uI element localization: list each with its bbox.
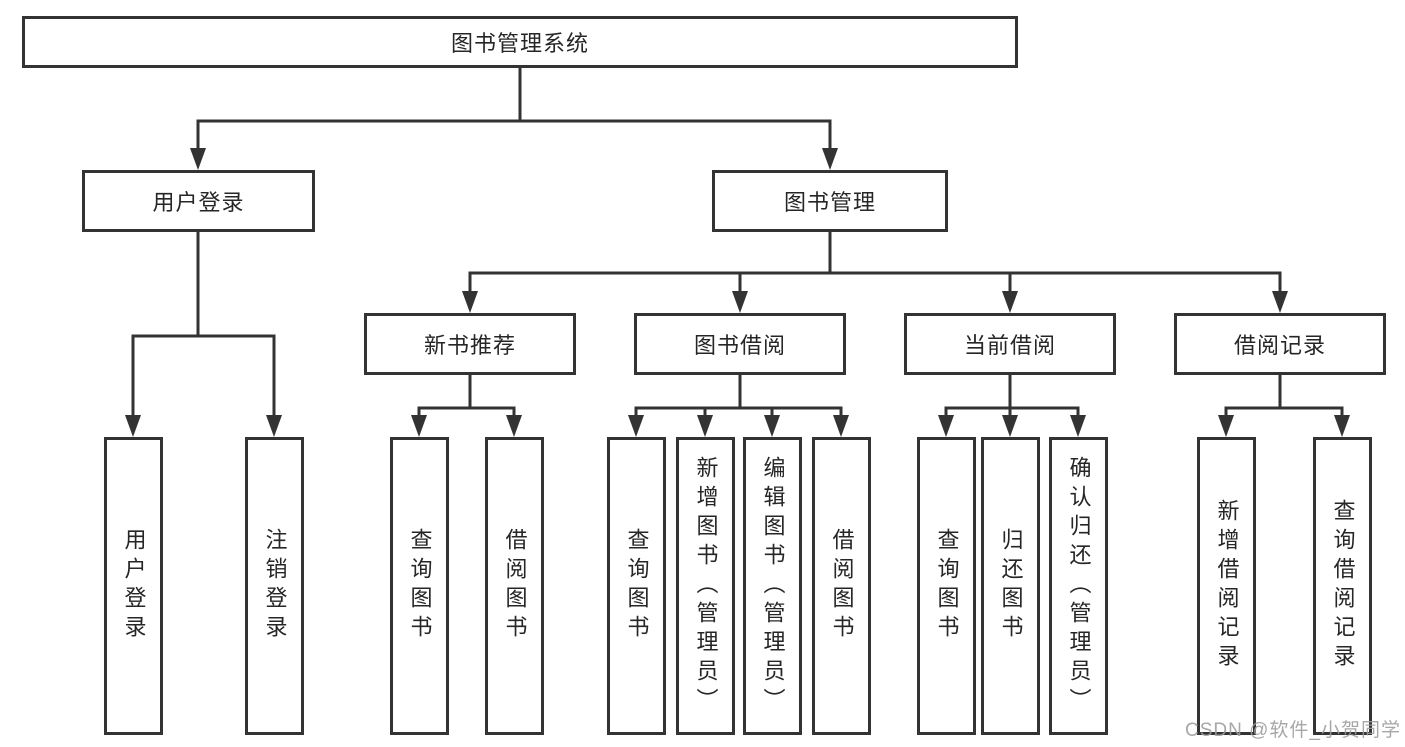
arrow-down-icon	[764, 415, 780, 437]
node-label: 借阅图书	[502, 528, 528, 644]
arrow-down-icon	[190, 148, 206, 170]
node-label: 图书管理系统	[450, 31, 589, 56]
node-label: 查询借阅记录	[1330, 499, 1356, 673]
node-label: 查询图书	[624, 528, 650, 644]
node-label: 注销登录	[262, 528, 288, 644]
arrow-down-icon	[125, 415, 141, 437]
node-label: 编辑图书（管理员）	[760, 455, 786, 717]
arrow-down-icon	[462, 291, 478, 313]
edge-borrow-records-to-leaves	[1218, 373, 1350, 437]
node-label: 借阅记录	[1233, 333, 1326, 358]
arrow-down-icon	[1218, 415, 1234, 437]
node-label: 新增图书（管理员）	[693, 455, 719, 717]
node-leaf-confirm-return-admin: 确认归还（管理员）	[1049, 437, 1108, 735]
arrow-down-icon	[822, 148, 838, 170]
edge-user-login-to-leaves	[125, 230, 282, 437]
node-label: 查询图书	[934, 528, 960, 644]
node-leaf-user-login: 用户登录	[104, 437, 163, 735]
node-label: 当前借阅	[963, 333, 1056, 358]
node-leaf-add-book-admin: 新增图书（管理员）	[676, 437, 735, 735]
node-leaf-borrow-books-1: 借阅图书	[485, 437, 544, 735]
csdn-watermark: CSDN @软件_小贺同学	[1185, 720, 1401, 741]
arrow-down-icon	[628, 415, 644, 437]
arrow-down-icon	[1002, 291, 1018, 313]
edge-book-borrow-to-leaves	[628, 373, 849, 437]
node-user-login: 用户登录	[82, 170, 315, 232]
arrow-down-icon	[506, 415, 522, 437]
node-book-mgmt: 图书管理	[712, 170, 948, 232]
arrow-down-icon	[697, 415, 713, 437]
node-label: 用户登录	[152, 190, 245, 215]
node-leaf-query-books-3: 查询图书	[917, 437, 976, 735]
node-label: 借阅图书	[829, 528, 855, 644]
arrow-down-icon	[411, 415, 427, 437]
arrow-down-icon	[938, 415, 954, 437]
arrow-down-icon	[1002, 415, 1018, 437]
node-label: 归还图书	[998, 528, 1024, 644]
node-label: 新增借阅记录	[1214, 499, 1240, 673]
node-new-book-rec: 新书推荐	[364, 313, 576, 375]
arrow-down-icon	[1070, 415, 1086, 437]
edge-root-to-level2	[190, 65, 838, 170]
arrow-down-icon	[732, 291, 748, 313]
node-label: 新书推荐	[423, 333, 516, 358]
node-label: 确认归还（管理员）	[1066, 455, 1092, 717]
node-current-borrow: 当前借阅	[904, 313, 1116, 375]
node-leaf-logout: 注销登录	[245, 437, 304, 735]
node-leaf-borrow-books-2: 借阅图书	[812, 437, 871, 735]
node-borrow-records: 借阅记录	[1174, 313, 1386, 375]
node-book-borrow: 图书借阅	[634, 313, 846, 375]
node-leaf-query-books-2: 查询图书	[607, 437, 666, 735]
edge-book-mgmt-to-level3	[462, 230, 1288, 313]
node-label: 用户登录	[121, 528, 147, 644]
node-label: 图书借阅	[693, 333, 786, 358]
node-leaf-edit-book-admin: 编辑图书（管理员）	[743, 437, 802, 735]
node-leaf-query-books-1: 查询图书	[390, 437, 449, 735]
arrow-down-icon	[1272, 291, 1288, 313]
node-root-system: 图书管理系统	[22, 16, 1018, 68]
node-leaf-return-books: 归还图书	[981, 437, 1040, 735]
edge-new-book-rec-to-leaves	[411, 373, 522, 437]
node-label: 图书管理	[783, 190, 876, 215]
arrow-down-icon	[1334, 415, 1350, 437]
node-label: 查询图书	[407, 528, 433, 644]
arrow-down-icon	[833, 415, 849, 437]
node-leaf-query-borrow-record: 查询借阅记录	[1313, 437, 1372, 735]
node-leaf-add-borrow-record: 新增借阅记录	[1197, 437, 1256, 735]
edge-current-borrow-to-leaves	[938, 373, 1086, 437]
arrow-down-icon	[266, 415, 282, 437]
